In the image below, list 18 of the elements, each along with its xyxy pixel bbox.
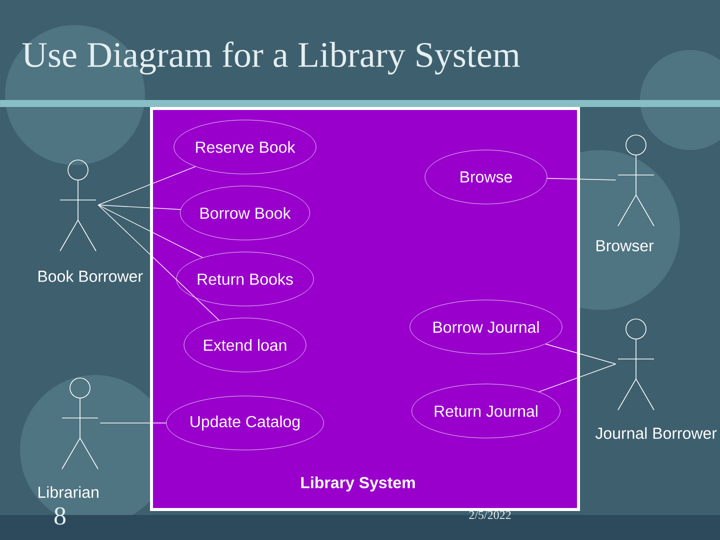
association-line [98, 166, 196, 206]
date-label: 2/5/2022 [469, 510, 511, 520]
association-line [538, 364, 616, 392]
node-label: Book Borrower [38, 270, 143, 282]
actor: Book Borrower [38, 160, 143, 282]
association-line [100, 422, 167, 424]
association-line [98, 204, 203, 258]
actor: Browser [596, 134, 654, 252]
node-label: Browser [596, 240, 654, 252]
slide-title: Use Diagram for a Library System [22, 41, 520, 75]
node-label: Librarian [38, 486, 98, 498]
actor: Librarian [38, 378, 98, 498]
association-line [546, 178, 616, 180]
association-line [98, 204, 220, 321]
node-label: Journal Borrower [595, 427, 717, 439]
association-line [98, 204, 181, 210]
association-line [545, 344, 616, 364]
actor: Journal Borrower [595, 318, 717, 439]
